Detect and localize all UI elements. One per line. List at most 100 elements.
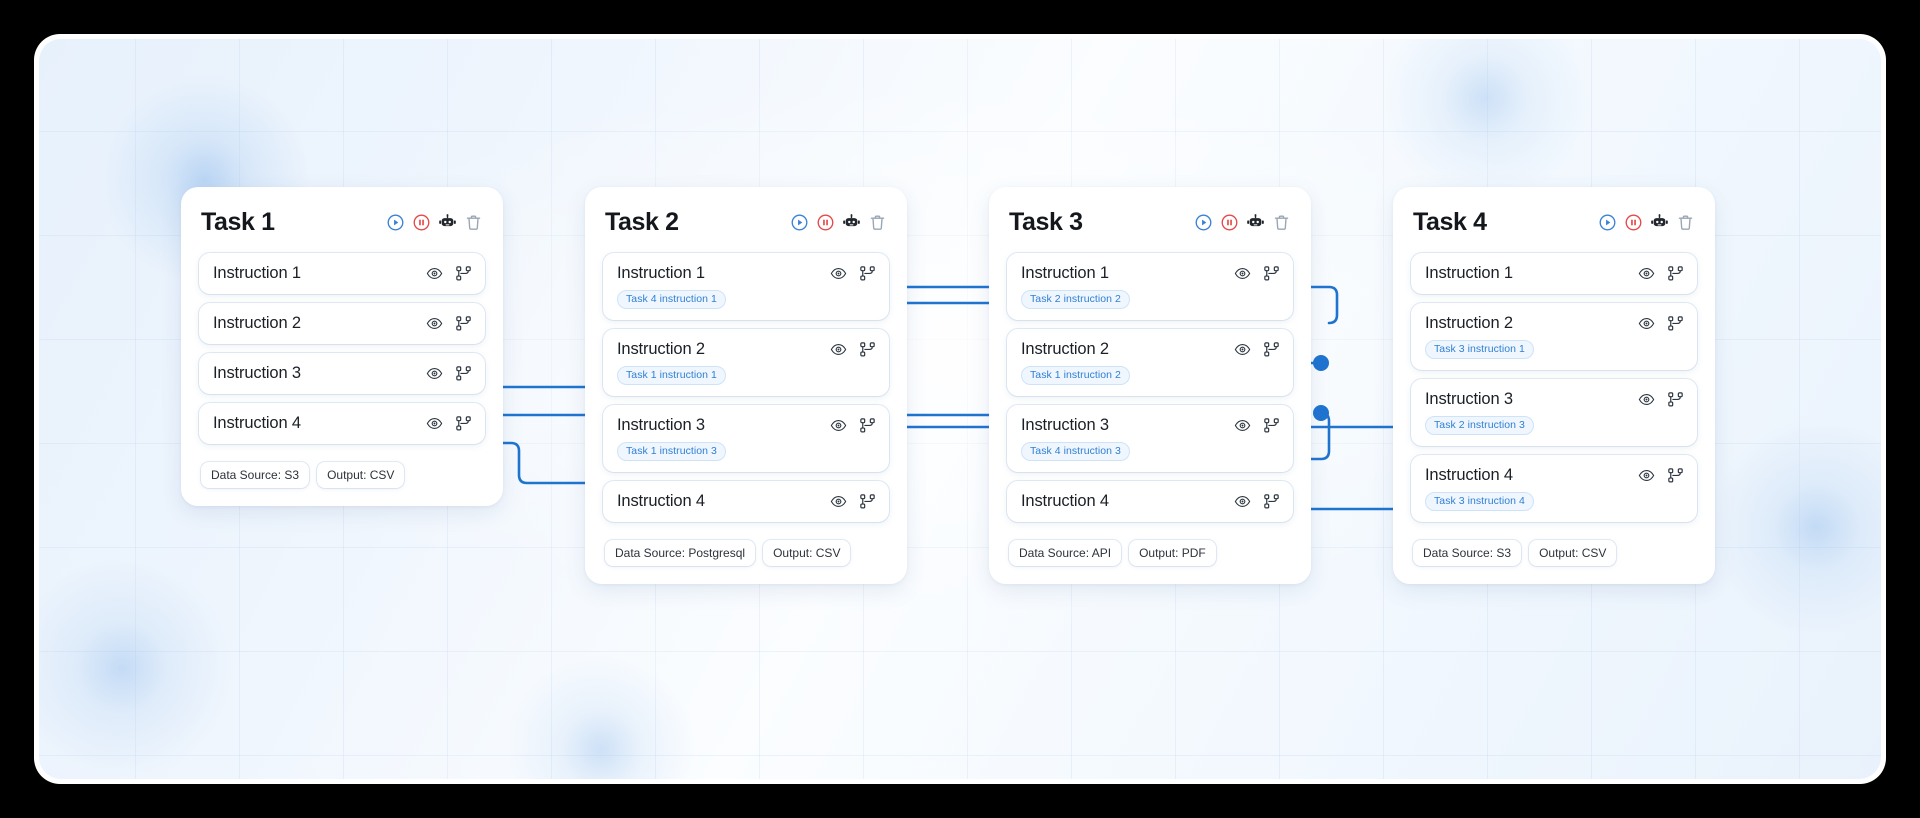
git-branch-icon[interactable] (455, 265, 472, 282)
output-chip[interactable]: Output: PDF (1129, 540, 1216, 566)
instruction-dependency-badge[interactable]: Task 2 instruction 2 (1021, 290, 1130, 309)
instruction-label: Instruction 4 (1021, 492, 1109, 510)
instruction-dependency-badge[interactable]: Task 3 instruction 4 (1425, 492, 1534, 511)
instruction-dependency-badge[interactable]: Task 1 instruction 3 (617, 442, 726, 461)
pause-circle-icon[interactable] (412, 213, 431, 232)
robot-icon[interactable] (438, 213, 457, 232)
eye-icon[interactable] (1234, 265, 1251, 282)
git-branch-icon[interactable] (1263, 265, 1280, 282)
eye-icon[interactable] (1638, 391, 1655, 408)
instruction-actions (1638, 391, 1684, 408)
output-chip[interactable]: Output: CSV (763, 540, 851, 566)
eye-icon[interactable] (1638, 265, 1655, 282)
data-source-chip[interactable]: Data Source: S3 (1413, 540, 1522, 566)
eye-icon[interactable] (426, 415, 443, 432)
trash-icon[interactable] (464, 213, 483, 232)
instruction-card[interactable]: Instruction 1 (199, 253, 485, 294)
task-title: Task 4 (1413, 208, 1487, 236)
instruction-label: Instruction 3 (617, 416, 705, 434)
eye-icon[interactable] (830, 341, 847, 358)
git-branch-icon[interactable] (859, 265, 876, 282)
git-branch-icon[interactable] (1667, 391, 1684, 408)
eye-icon[interactable] (426, 265, 443, 282)
instruction-card[interactable]: Instruction 2 Task 1 instruction 1 (603, 329, 889, 396)
git-branch-icon[interactable] (859, 493, 876, 510)
task-actions (790, 213, 887, 232)
git-branch-icon[interactable] (455, 365, 472, 382)
pause-circle-icon[interactable] (816, 213, 835, 232)
instruction-card[interactable]: Instruction 2 Task 3 instruction 1 (1411, 303, 1697, 370)
robot-icon[interactable] (1650, 213, 1669, 232)
git-branch-icon[interactable] (1263, 417, 1280, 434)
eye-icon[interactable] (1234, 417, 1251, 434)
git-branch-icon[interactable] (455, 315, 472, 332)
git-branch-icon[interactable] (1263, 493, 1280, 510)
play-circle-icon[interactable] (1194, 213, 1213, 232)
eye-icon[interactable] (1638, 315, 1655, 332)
eye-icon[interactable] (830, 417, 847, 434)
instruction-list: Instruction 1 Instruction 2 Task 3 instruc… (1411, 253, 1697, 522)
instruction-dependency-badge[interactable]: Task 4 instruction 3 (1021, 442, 1130, 461)
git-branch-icon[interactable] (1263, 341, 1280, 358)
data-source-chip[interactable]: Data Source: Postgresql (605, 540, 756, 566)
eye-icon[interactable] (426, 315, 443, 332)
task-card-4[interactable]: Task 4 Instruction 1 Instruction 2 Task 3 i… (1393, 187, 1715, 584)
eye-icon[interactable] (1638, 467, 1655, 484)
eye-icon[interactable] (426, 365, 443, 382)
data-source-chip[interactable]: Data Source: API (1009, 540, 1122, 566)
instruction-dependency-badge[interactable]: Task 3 instruction 1 (1425, 340, 1534, 359)
pause-circle-icon[interactable] (1624, 213, 1643, 232)
instruction-card[interactable]: Instruction 4 (603, 481, 889, 522)
git-branch-icon[interactable] (1667, 315, 1684, 332)
instruction-actions (1234, 265, 1280, 282)
instruction-list: Instruction 1 Instruction 2 Instruction 3 I… (199, 253, 485, 444)
instruction-card[interactable]: Instruction 3 Task 1 instruction 3 (603, 405, 889, 472)
play-circle-icon[interactable] (386, 213, 405, 232)
eye-icon[interactable] (830, 493, 847, 510)
instruction-card[interactable]: Instruction 3 (199, 353, 485, 394)
git-branch-icon[interactable] (1667, 467, 1684, 484)
instruction-dependency-badge[interactable]: Task 1 instruction 2 (1021, 366, 1130, 385)
instruction-dependency-badge[interactable]: Task 2 instruction 3 (1425, 416, 1534, 435)
robot-icon[interactable] (1246, 213, 1265, 232)
git-branch-icon[interactable] (455, 415, 472, 432)
instruction-row: Instruction 2 (617, 340, 876, 359)
instruction-dependency-badge[interactable]: Task 4 instruction 1 (617, 290, 726, 309)
eye-icon[interactable] (1234, 341, 1251, 358)
play-circle-icon[interactable] (790, 213, 809, 232)
instruction-row: Instruction 2 (1425, 314, 1684, 333)
trash-icon[interactable] (1272, 213, 1291, 232)
eye-icon[interactable] (1234, 493, 1251, 510)
trash-icon[interactable] (868, 213, 887, 232)
output-chip[interactable]: Output: CSV (1529, 540, 1617, 566)
pause-circle-icon[interactable] (1220, 213, 1239, 232)
instruction-card[interactable]: Instruction 2 (199, 303, 485, 344)
instruction-card[interactable]: Instruction 2 Task 1 instruction 2 (1007, 329, 1293, 396)
instruction-card[interactable]: Instruction 1 (1411, 253, 1697, 294)
instruction-actions (830, 265, 876, 282)
git-branch-icon[interactable] (859, 341, 876, 358)
instruction-label: Instruction 2 (1021, 340, 1109, 358)
git-branch-icon[interactable] (1667, 265, 1684, 282)
instruction-label: Instruction 3 (1425, 390, 1513, 408)
output-chip[interactable]: Output: CSV (317, 462, 405, 488)
robot-icon[interactable] (842, 213, 861, 232)
eye-icon[interactable] (830, 265, 847, 282)
data-source-chip[interactable]: Data Source: S3 (201, 462, 310, 488)
play-circle-icon[interactable] (1598, 213, 1617, 232)
git-branch-icon[interactable] (859, 417, 876, 434)
instruction-card[interactable]: Instruction 3 Task 2 instruction 3 (1411, 379, 1697, 446)
instruction-dependency-badge[interactable]: Task 1 instruction 1 (617, 366, 726, 385)
instruction-card[interactable]: Instruction 4 (1007, 481, 1293, 522)
instruction-actions (1234, 341, 1280, 358)
trash-icon[interactable] (1676, 213, 1695, 232)
instruction-card[interactable]: Instruction 4 (199, 403, 485, 444)
